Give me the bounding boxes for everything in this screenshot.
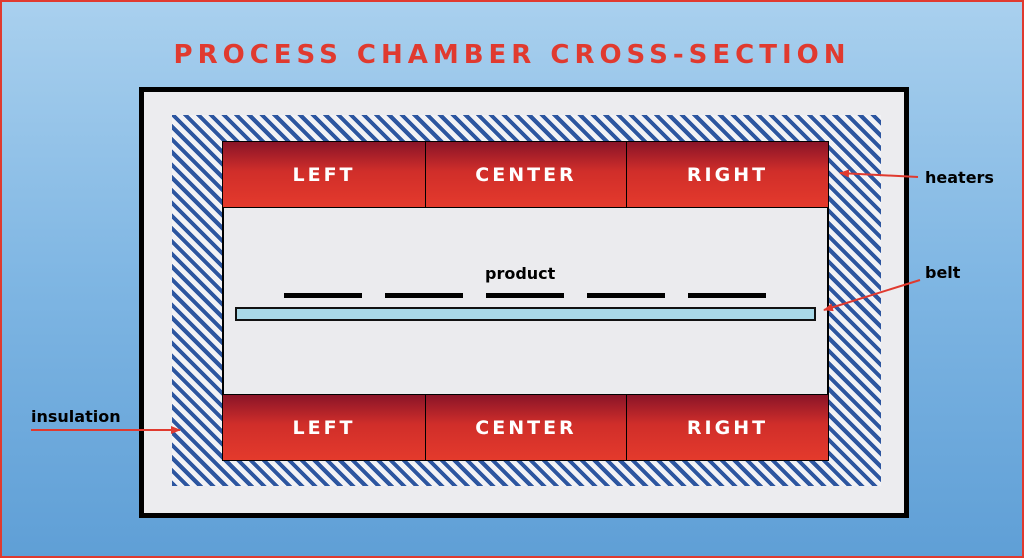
belt-label: belt xyxy=(925,263,961,282)
product-piece xyxy=(688,293,766,298)
product-piece xyxy=(284,293,362,298)
product-piece xyxy=(385,293,463,298)
diagram-title: PROCESS CHAMBER CROSS-SECTION xyxy=(173,40,851,70)
insulation-label: insulation xyxy=(31,407,121,426)
product-label: product xyxy=(485,264,556,283)
heater-top-center: CENTER xyxy=(425,141,627,208)
heaters-label: heaters xyxy=(925,168,994,187)
conveyor-belt xyxy=(235,307,816,321)
heater-top-left: LEFT xyxy=(222,141,426,208)
heater-bottom-left: LEFT xyxy=(222,394,426,461)
heater-top-right: RIGHT xyxy=(626,141,829,208)
heater-bottom-right: RIGHT xyxy=(626,394,829,461)
heater-bottom-center: CENTER xyxy=(425,394,627,461)
product-piece xyxy=(587,293,665,298)
product-piece xyxy=(486,293,564,298)
